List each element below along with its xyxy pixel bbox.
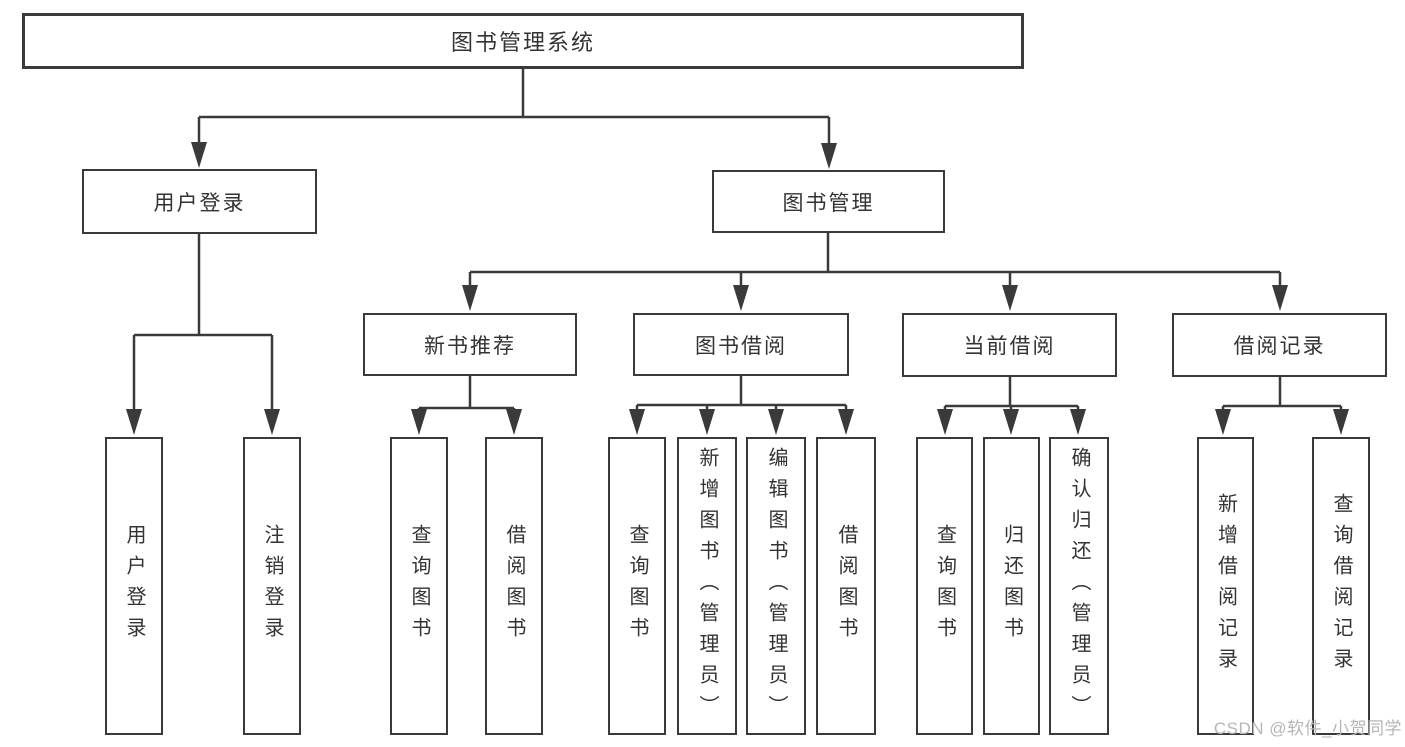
connector-root <box>197 69 831 147</box>
arrow-leaf-return-book <box>1003 409 1019 435</box>
leaf-borrow-book-recommend-label: 借阅图书 <box>503 524 525 648</box>
node-new-book-recommend: 新书推荐 <box>363 313 577 376</box>
arrow-leaf-edit-book <box>768 409 784 435</box>
arrow-leaf-borrow-book <box>838 409 854 435</box>
arrow-leaf-logout <box>264 409 280 435</box>
leaf-logout: 注销登录 <box>243 437 301 735</box>
node-current-borrow-label: 当前借阅 <box>963 335 1056 358</box>
leaf-add-book-label: 新增图书（管理员） <box>696 446 718 726</box>
leaf-confirm-return: 确认归还（管理员） <box>1049 437 1109 735</box>
leaf-user-login-label: 用户登录 <box>123 524 145 648</box>
arrow-leaf-confirm-return <box>1070 409 1086 435</box>
leaf-query-book-current: 查询图书 <box>916 437 973 735</box>
leaf-query-book-borrow: 查询图书 <box>608 437 666 735</box>
arrow-leaf-user-login <box>126 409 142 435</box>
arrow-leaf-borrow-book-recommend <box>506 409 522 435</box>
arrow-leaf-query-borrow-record <box>1333 409 1349 435</box>
connector-book-management <box>468 233 1282 289</box>
arrow-borrow-record <box>1272 285 1288 311</box>
arrow-book-borrow <box>733 285 749 311</box>
arrow-user-login <box>191 142 207 168</box>
leaf-borrow-book-label: 借阅图书 <box>835 524 857 648</box>
arrowheads <box>126 142 1349 435</box>
node-book-management: 图书管理 <box>712 170 945 233</box>
leaf-query-book-recommend-label: 查询图书 <box>408 524 430 648</box>
node-book-borrow: 图书借阅 <box>633 313 849 376</box>
node-root-label: 图书管理系统 <box>450 30 595 55</box>
node-book-borrow-label: 图书借阅 <box>695 334 787 358</box>
leaf-user-login: 用户登录 <box>105 437 163 735</box>
node-root: 图书管理系统 <box>22 13 1024 69</box>
node-user-login: 用户登录 <box>82 169 317 234</box>
leaf-add-borrow-record: 新增借阅记录 <box>1197 437 1254 735</box>
arrow-leaf-add-borrow-record <box>1215 409 1231 435</box>
node-new-book-recommend-label: 新书推荐 <box>424 334 516 358</box>
leaf-edit-book: 编辑图书（管理员） <box>746 437 806 735</box>
leaf-edit-book-label: 编辑图书（管理员） <box>765 446 787 726</box>
leaf-query-book-current-label: 查询图书 <box>933 524 956 648</box>
leaf-return-book: 归还图书 <box>983 437 1040 735</box>
leaf-add-borrow-record-label: 新增借阅记录 <box>1214 493 1237 679</box>
arrow-leaf-query-book-borrow <box>629 409 645 435</box>
arrow-current-borrow <box>1002 285 1018 311</box>
node-current-borrow: 当前借阅 <box>902 313 1117 377</box>
leaf-query-borrow-record-label: 查询借阅记录 <box>1330 493 1352 679</box>
leaf-borrow-book: 借阅图书 <box>816 437 876 735</box>
leaf-logout-label: 注销登录 <box>261 524 283 648</box>
connector-book-borrow <box>635 376 848 411</box>
leaf-query-borrow-record: 查询借阅记录 <box>1312 437 1370 735</box>
node-book-management-label: 图书管理 <box>782 191 875 215</box>
leaf-confirm-return-label: 确认归还（管理员） <box>1068 446 1090 726</box>
connector-new-book-recommend <box>417 376 516 412</box>
leaf-add-book: 新增图书（管理员） <box>677 437 737 735</box>
arrow-new-book-recommend <box>462 285 478 311</box>
connector-user-login <box>132 234 274 412</box>
leaf-query-book-borrow-label: 查询图书 <box>626 524 648 648</box>
arrow-leaf-add-book <box>699 409 715 435</box>
arrow-leaf-query-book-recommend <box>411 409 427 435</box>
leaf-query-book-recommend: 查询图书 <box>390 437 448 735</box>
node-borrow-record-label: 借阅记录 <box>1233 335 1326 358</box>
connector-current-borrow <box>943 377 1080 411</box>
watermark: CSDN @软件_小贺同学 <box>1213 719 1402 738</box>
arrow-book-management <box>821 143 837 169</box>
node-user-login-label: 用户登录 <box>153 191 246 215</box>
node-borrow-record: 借阅记录 <box>1172 313 1387 377</box>
leaf-return-book-label: 归还图书 <box>1000 524 1023 648</box>
arrow-leaf-query-book-current <box>937 409 953 435</box>
connector-borrow-record <box>1221 377 1343 411</box>
leaf-borrow-book-recommend: 借阅图书 <box>485 437 543 735</box>
